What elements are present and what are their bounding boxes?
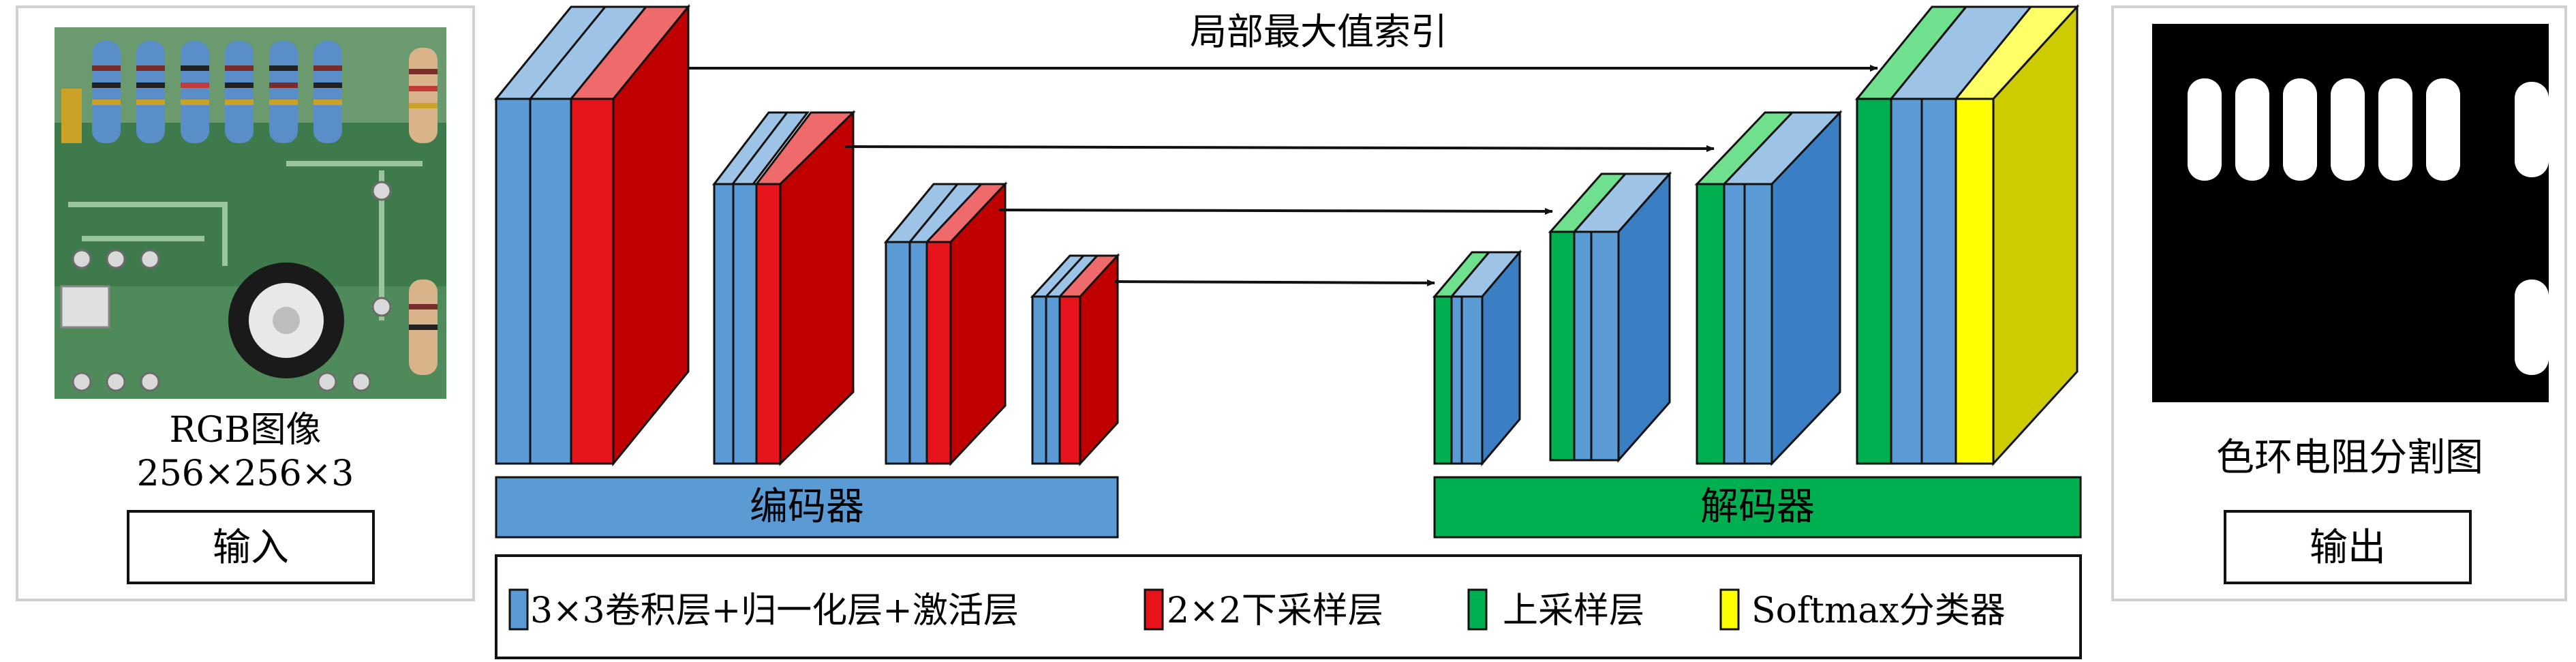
legend-label-pool: 2×2下采样层 <box>1167 590 1383 631</box>
legend-label-conv: 3×3卷积层+归一化层+激活层 <box>530 590 1019 631</box>
skip-arrow-2 <box>844 145 1715 152</box>
decoder-stage-2 <box>1548 171 1672 463</box>
output-panel: 色环电阻分割图 输出 <box>2111 5 2567 601</box>
decoder-stage-3 <box>1694 110 1843 466</box>
output-button-label: 输出 <box>2310 526 2386 570</box>
skip-connections <box>688 65 1878 286</box>
legend: 3×3卷积层+归一化层+激活层 2×2下采样层 上采样层 Softmax分类器 <box>495 554 2082 659</box>
decoder-stage-1 <box>1432 249 1522 467</box>
skip-arrow-4 <box>1114 279 1435 286</box>
legend-frame <box>495 554 2082 659</box>
encoder-stage-1 <box>493 3 691 467</box>
legend-swatch-conv <box>508 588 529 631</box>
legend-item-upsample: 上采样层 <box>1467 588 1644 631</box>
legend-label-upsample: 上采样层 <box>1503 590 1644 631</box>
resistor-row <box>92 41 438 375</box>
decoder-bar: 解码器 <box>1433 476 2082 539</box>
legend-item-pool: 2×2下采样层 <box>1144 588 1383 631</box>
input-button-label: 输入 <box>213 526 289 570</box>
legend-label-softmax: Softmax分类器 <box>1751 590 2006 631</box>
encoder-stage-2 <box>711 110 856 466</box>
input-button[interactable]: 输入 <box>127 510 375 584</box>
encoder-stage-4 <box>1030 253 1120 466</box>
decoder-label: 解码器 <box>1700 485 1815 529</box>
skip-connection-label: 局部最大值索引 <box>1190 10 1447 53</box>
output-image-label: 色环电阻分割图 <box>2216 436 2483 480</box>
decoder-stage-4 <box>1854 4 2080 466</box>
input-rgb-image <box>55 27 446 399</box>
encoder-stage-3 <box>883 181 1008 466</box>
skip-arrow-3 <box>998 207 1553 215</box>
input-panel: RGB图像 256×256×3 输入 <box>16 5 475 601</box>
input-image-label-line1: RGB图像 <box>170 410 322 451</box>
encoder-bar: 编码器 <box>495 476 1119 539</box>
legend-swatch-softmax <box>1719 588 1740 631</box>
output-button[interactable]: 输出 <box>2224 510 2472 584</box>
legend-swatch-upsample <box>1467 588 1488 631</box>
output-segmentation-image <box>2152 24 2549 402</box>
legend-item-conv: 3×3卷积层+归一化层+激活层 <box>508 588 1019 631</box>
legend-item-softmax: Softmax分类器 <box>1719 588 2006 631</box>
input-image-label-line2: 256×256×3 <box>137 453 354 494</box>
encoder-label: 编码器 <box>750 485 864 529</box>
legend-swatch-pool <box>1144 588 1164 631</box>
